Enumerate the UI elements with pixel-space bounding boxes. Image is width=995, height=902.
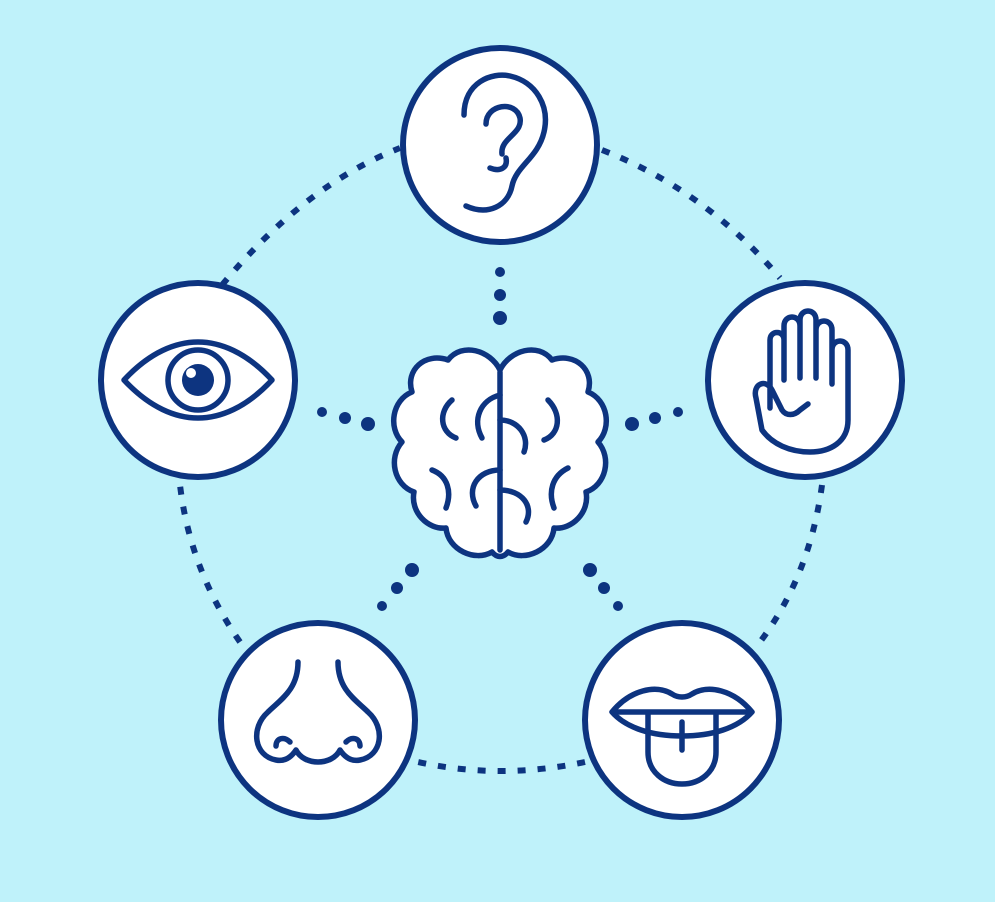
node-touch: [705, 280, 905, 480]
touch-node-ring: [705, 280, 905, 480]
spoke-tongue: [583, 563, 623, 611]
connector-eye-ear: [219, 145, 402, 287]
hand-icon: [752, 308, 851, 455]
node-sight: [98, 280, 298, 480]
smell-node-ring: [218, 620, 418, 820]
tongue-icon: [609, 686, 755, 787]
ear-icon: [461, 72, 549, 213]
spoke-nose: [377, 563, 419, 611]
connector-tongue-nose: [417, 759, 586, 774]
node-hearing: [400, 45, 600, 245]
spoke-hand: [625, 407, 683, 431]
node-smell: [218, 620, 418, 820]
connector-ear-hand: [600, 147, 783, 280]
connector-hand-tongue: [757, 484, 825, 644]
spoke-dots: [317, 267, 683, 611]
node-taste: [582, 620, 782, 820]
connector-nose-eye: [177, 484, 243, 644]
brain-icon: [391, 347, 609, 560]
spoke-eye: [317, 407, 375, 431]
hearing-node-ring: [400, 45, 600, 245]
eye-icon: [121, 339, 275, 421]
nose-icon: [253, 659, 383, 765]
spoke-ear: [493, 267, 507, 325]
pentagon-connectors: [177, 145, 825, 774]
